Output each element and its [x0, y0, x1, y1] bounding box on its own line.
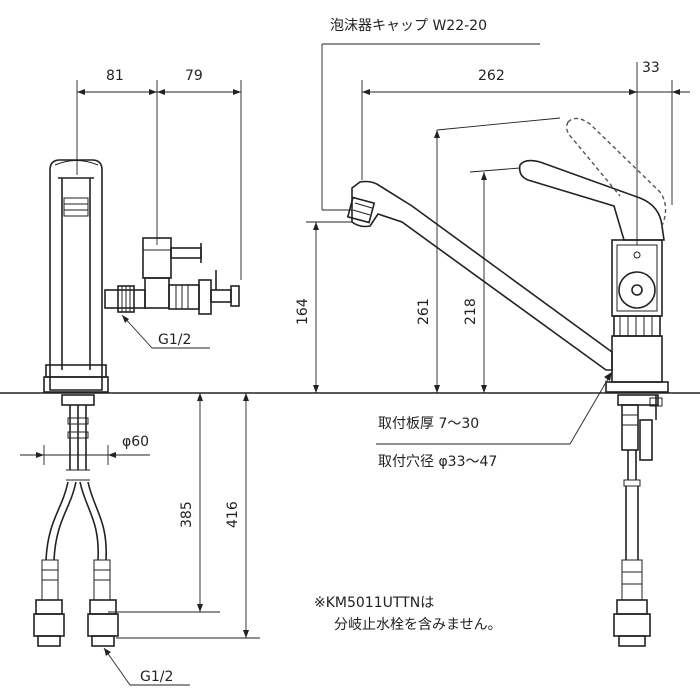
aerator-cap-label: 泡沫器キャップ W22-20: [330, 18, 487, 34]
mounting-hardware: [613, 394, 663, 647]
faucet-body-front: [605, 239, 669, 393]
hole-diameter-label: 取付穴径 φ33～47: [378, 454, 497, 470]
faucet-body-side: [43, 159, 109, 393]
phi60-label: φ60: [122, 434, 149, 450]
dim-416-label: 416: [225, 501, 241, 528]
dim-261-label: 261: [416, 298, 432, 325]
plate-thickness-label: 取付板厚 7～30: [378, 416, 479, 432]
note-line-1: ※KM5011UTTNは: [314, 595, 434, 611]
dim-81-label: 81: [106, 68, 124, 84]
dim-33-label: 33: [642, 60, 660, 76]
side-view: 81 79: [20, 68, 260, 686]
stop-valve-side: [104, 237, 240, 315]
g12-side-label: G1/2: [158, 332, 191, 348]
front-view: 泡沫器キャップ W22-20 262 33: [295, 18, 690, 647]
dim-164-label: 164: [295, 298, 311, 325]
dim-262-label: 262: [478, 68, 505, 84]
dim-218-label: 218: [463, 298, 479, 325]
g12-bottom-label: G1/2: [140, 669, 173, 685]
supply-hoses: [33, 394, 119, 647]
spout: [346, 180, 613, 371]
lever-handle: [518, 117, 667, 241]
note-line-2: 分岐止水栓を含みません。: [334, 617, 502, 633]
dim-385-label: 385: [179, 501, 195, 528]
dim-79-label: 79: [185, 68, 203, 84]
